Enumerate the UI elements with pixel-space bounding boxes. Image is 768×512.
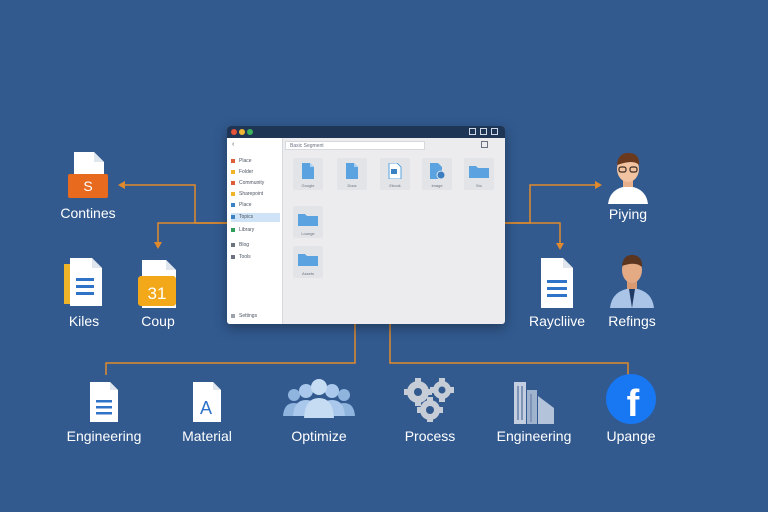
file-tile-0[interactable]: Google xyxy=(293,158,323,190)
connector-bottom-left xyxy=(105,324,356,375)
svg-text:S: S xyxy=(83,178,92,194)
pdf-file-icon xyxy=(388,163,402,179)
svg-text:A: A xyxy=(200,398,212,418)
file-tile-2[interactable]: Ebook xyxy=(380,158,410,190)
node-label: Refings xyxy=(608,313,656,329)
window-sidebar: ‹ Place Folder Community Sharepoint Plac… xyxy=(227,138,283,324)
back-arrow-icon[interactable]: ‹ xyxy=(232,141,235,148)
node-engineering-1: Engineering xyxy=(64,380,144,450)
folder-icon xyxy=(298,254,318,266)
node-raycliive: Raycliive xyxy=(517,256,597,331)
facebook-logo-icon: f xyxy=(606,374,656,424)
file-tile-5[interactable]: Lounge xyxy=(293,206,323,238)
maximize-dot-icon[interactable] xyxy=(247,129,253,135)
document-file-icon xyxy=(90,382,118,422)
connector-bottom-right xyxy=(389,324,629,375)
node-label: Engineering xyxy=(66,428,142,444)
document-icon xyxy=(346,163,358,179)
sidebar-item-7[interactable]: Blog xyxy=(231,241,280,250)
node-label: Contines xyxy=(60,205,116,221)
node-refings: Refings xyxy=(592,252,672,329)
node-label: Optimize xyxy=(291,428,347,444)
window-tool-icon-3[interactable] xyxy=(491,128,498,135)
node-upange: f Upange xyxy=(591,374,671,450)
window-tool-icon-1[interactable] xyxy=(469,128,476,135)
node-label: Process xyxy=(404,428,456,444)
arrowhead-coup xyxy=(154,242,162,249)
view-toggle-icon[interactable] xyxy=(481,141,488,148)
close-dot-icon[interactable] xyxy=(231,129,237,135)
node-material: A Material xyxy=(167,380,247,450)
node-engineering-2: Engineering xyxy=(494,376,574,450)
image-file-icon xyxy=(430,163,445,179)
file-tile-1[interactable]: Docs xyxy=(337,158,367,190)
node-contines: S Contines xyxy=(48,152,128,227)
node-label: Piying xyxy=(608,206,648,222)
sidebar-item-5[interactable]: Topics xyxy=(231,213,280,222)
sidebar-item-8[interactable]: Tools xyxy=(231,253,280,262)
window-titlebar xyxy=(227,126,505,138)
person-avatar-icon xyxy=(610,254,654,308)
gears-icon xyxy=(404,378,454,422)
file-manager-window: ‹ Place Folder Community Sharepoint Plac… xyxy=(227,126,505,324)
sidebar-item-3[interactable]: Sharepoint xyxy=(231,190,280,199)
file-tile-3[interactable]: Image xyxy=(422,158,452,190)
orange-slides-file-icon: S xyxy=(68,152,108,198)
sidebar-footer[interactable]: Settings xyxy=(231,312,280,321)
sidebar-item-0[interactable]: Place xyxy=(231,157,280,166)
connector-coup xyxy=(157,222,227,245)
node-label: Raycliive xyxy=(528,313,586,329)
buildings-icon xyxy=(514,382,554,424)
svg-text:31: 31 xyxy=(148,284,167,303)
node-optimize: Optimize xyxy=(279,378,359,450)
node-label: Coup xyxy=(141,313,175,329)
letter-a-file-icon: A xyxy=(193,382,221,422)
arrowhead-raycliive xyxy=(556,243,564,250)
address-bar[interactable]: Basic Segment xyxy=(285,141,425,150)
window-tool-icon-2[interactable] xyxy=(480,128,487,135)
blue-document-file-icon xyxy=(541,258,573,308)
sidebar-item-6[interactable]: Library xyxy=(231,226,280,235)
connector-piying xyxy=(505,184,598,224)
node-kiles: Kiles xyxy=(44,256,124,331)
node-label: Material xyxy=(182,428,232,444)
svg-text:f: f xyxy=(627,383,640,424)
node-label: Engineering xyxy=(496,428,572,444)
document-icon xyxy=(302,163,314,179)
node-piying: Piying xyxy=(588,150,668,225)
person-avatar-icon xyxy=(608,152,648,204)
sidebar-item-4[interactable]: Place xyxy=(231,201,280,210)
node-coup: 31 Coup xyxy=(118,256,198,331)
folder-icon xyxy=(469,166,489,178)
sidebar-item-2[interactable]: Community xyxy=(231,179,280,188)
file-tile-4[interactable]: Src xyxy=(464,158,494,190)
people-group-icon xyxy=(283,379,355,418)
folder-icon xyxy=(298,214,318,226)
connector-contines xyxy=(122,184,227,224)
node-process: Process xyxy=(390,376,470,450)
node-label: Kiles xyxy=(68,313,100,329)
calendar-icon: 31 xyxy=(138,260,176,308)
blue-document-file-icon xyxy=(64,258,102,306)
connector-raycliive xyxy=(505,222,561,246)
minimize-dot-icon[interactable] xyxy=(239,129,245,135)
sidebar-item-1[interactable]: Folder xyxy=(231,168,280,177)
file-tile-6[interactable]: Assets xyxy=(293,246,323,278)
node-label: Upange xyxy=(606,428,656,444)
